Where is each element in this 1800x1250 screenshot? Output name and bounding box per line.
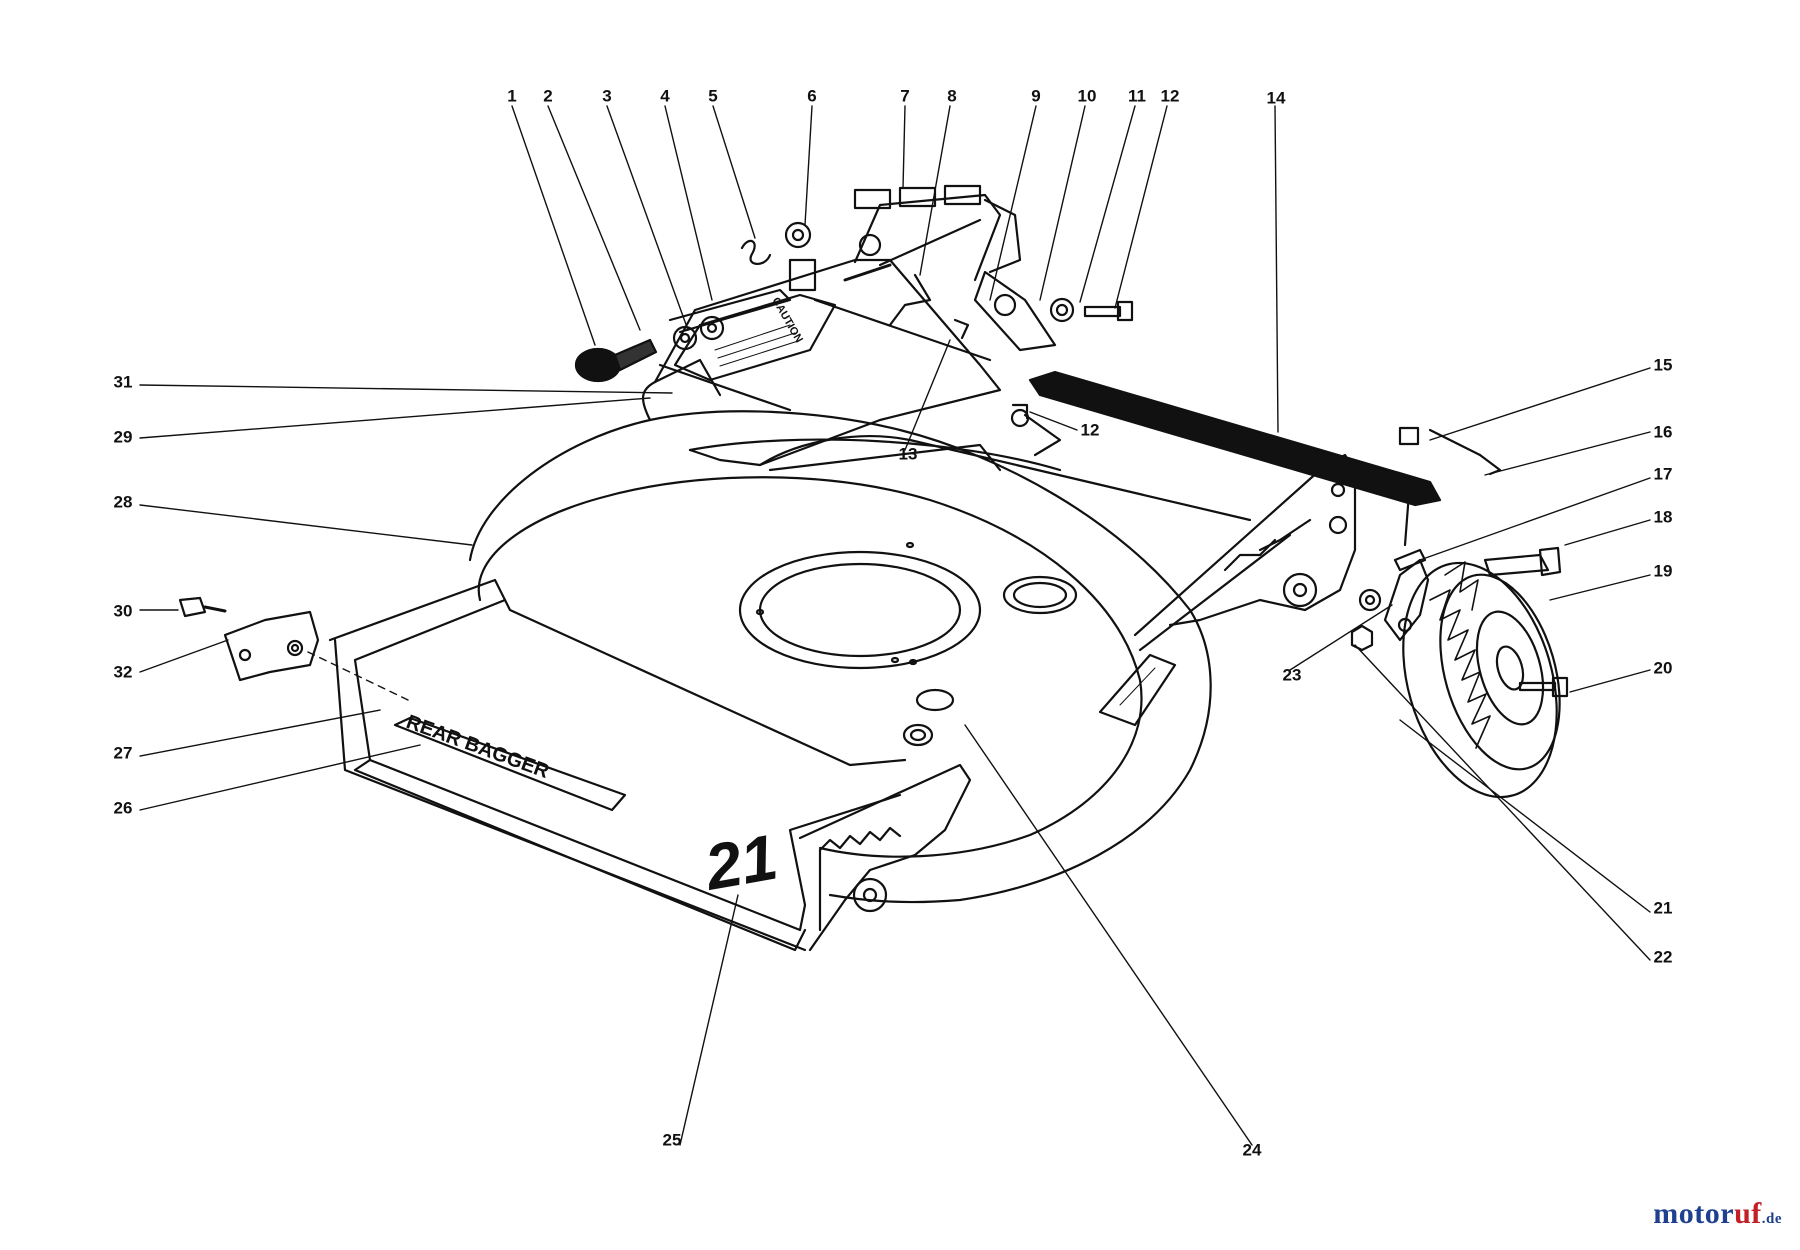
caution-decal: [673, 293, 837, 382]
small-hardware: [740, 221, 1134, 428]
callout-31: 31: [113, 372, 133, 392]
callout-7: 7: [900, 86, 910, 106]
rear-wheel: [1402, 546, 1569, 799]
callout-25: 25: [662, 1130, 682, 1150]
watermark-logo: motoruf.de: [1653, 1197, 1782, 1231]
callout-16: 16: [1653, 422, 1673, 442]
callout-15: 15: [1653, 355, 1673, 375]
callout-18: 18: [1653, 507, 1673, 527]
callout-24: 24: [1242, 1140, 1262, 1160]
callout-1: 1: [507, 86, 517, 106]
bracket-plate: [178, 596, 320, 682]
rear-bagger-decal: [393, 716, 627, 812]
height-lever: [853, 184, 1057, 352]
callout-22: 22: [1653, 947, 1673, 967]
callout-12: 12: [1160, 86, 1180, 106]
callout-27: 27: [113, 743, 133, 763]
callout-4: 4: [660, 86, 670, 106]
callout-29: 29: [113, 427, 133, 447]
callout-9: 9: [1031, 86, 1041, 106]
callout-19: 19: [1653, 561, 1673, 581]
callout-17: 17: [1653, 464, 1673, 484]
callout-28: 28: [113, 492, 133, 512]
callout-23: 23: [1282, 665, 1302, 685]
rear-hood: [653, 258, 1062, 472]
callout-14: 14: [1266, 88, 1286, 108]
callout-30: 30: [113, 601, 133, 621]
callout-26: 26: [113, 798, 133, 818]
callout-3: 3: [602, 86, 612, 106]
side-rail: [1028, 370, 1442, 507]
callout-8: 8: [947, 86, 957, 106]
fuel-cap: [902, 688, 955, 747]
watermark-part-1: motor: [1653, 1197, 1735, 1230]
callout-6: 6: [807, 86, 817, 106]
axle-hardware: [1350, 426, 1502, 652]
caution-decal-label: CAUTION: [769, 296, 804, 345]
callout-2: 2: [543, 86, 553, 106]
rear-bagger-label: REAR BAGGER: [403, 711, 552, 783]
rear-axle-bracket: [1133, 453, 1357, 652]
callout-20: 20: [1653, 658, 1673, 678]
callout-5: 5: [708, 86, 718, 106]
callout-32: 32: [113, 662, 133, 682]
leader-lines: [139, 105, 1651, 1146]
callout-12: 12: [1080, 420, 1100, 440]
side-decal: [1098, 653, 1177, 727]
callout-10: 10: [1077, 86, 1097, 106]
watermark-part-3: .de: [1761, 1211, 1782, 1227]
watermark-part-2: uf: [1734, 1197, 1762, 1230]
front-adjust-bracket: [798, 763, 972, 952]
mower-deck: [468, 358, 1252, 904]
callout-21: 21: [1653, 898, 1673, 918]
knob-assembly: [574, 288, 792, 383]
callout-13: 13: [898, 444, 918, 464]
callout-11: 11: [1128, 86, 1146, 106]
deck-size-marking: 21: [699, 821, 783, 904]
rear-bagger-door: [328, 578, 907, 952]
